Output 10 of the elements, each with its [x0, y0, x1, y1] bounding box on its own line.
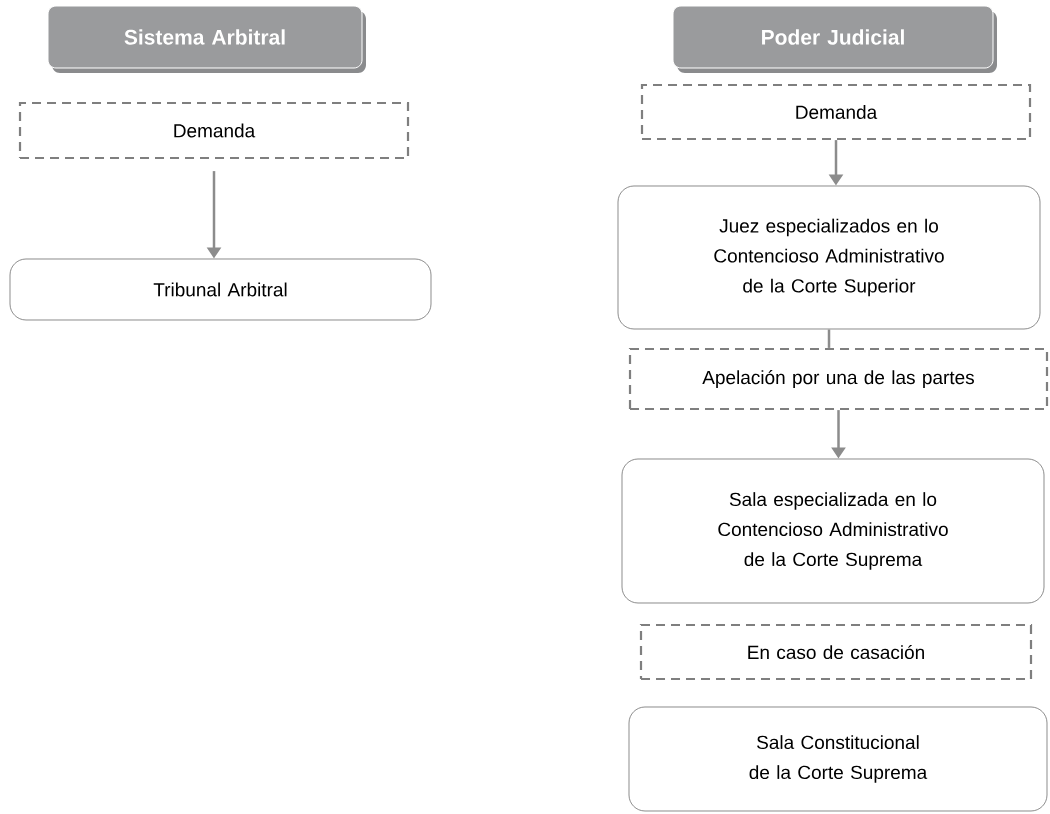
header-box: Sistema Arbitral: [47, 5, 366, 73]
rounded-box: Tribunal Arbitral: [9, 258, 432, 321]
rounded-box: Sala especializada en lo Contencioso Administrativo de la Corte Suprema: [621, 458, 1045, 604]
header-box: Poder Judicial: [672, 5, 997, 73]
dashed-box: En caso de casación: [639, 623, 1033, 681]
rounded-box: Sala Constitucional de la Corte Suprema: [628, 706, 1048, 812]
dashed-box: Demanda: [18, 101, 410, 160]
rounded-box: Juez especializados en lo Contencioso Administrativo de la Corte Superior: [617, 185, 1041, 330]
dashed-box: Demanda: [640, 83, 1032, 141]
dashed-box: Apelación por una de las partes: [628, 347, 1049, 411]
